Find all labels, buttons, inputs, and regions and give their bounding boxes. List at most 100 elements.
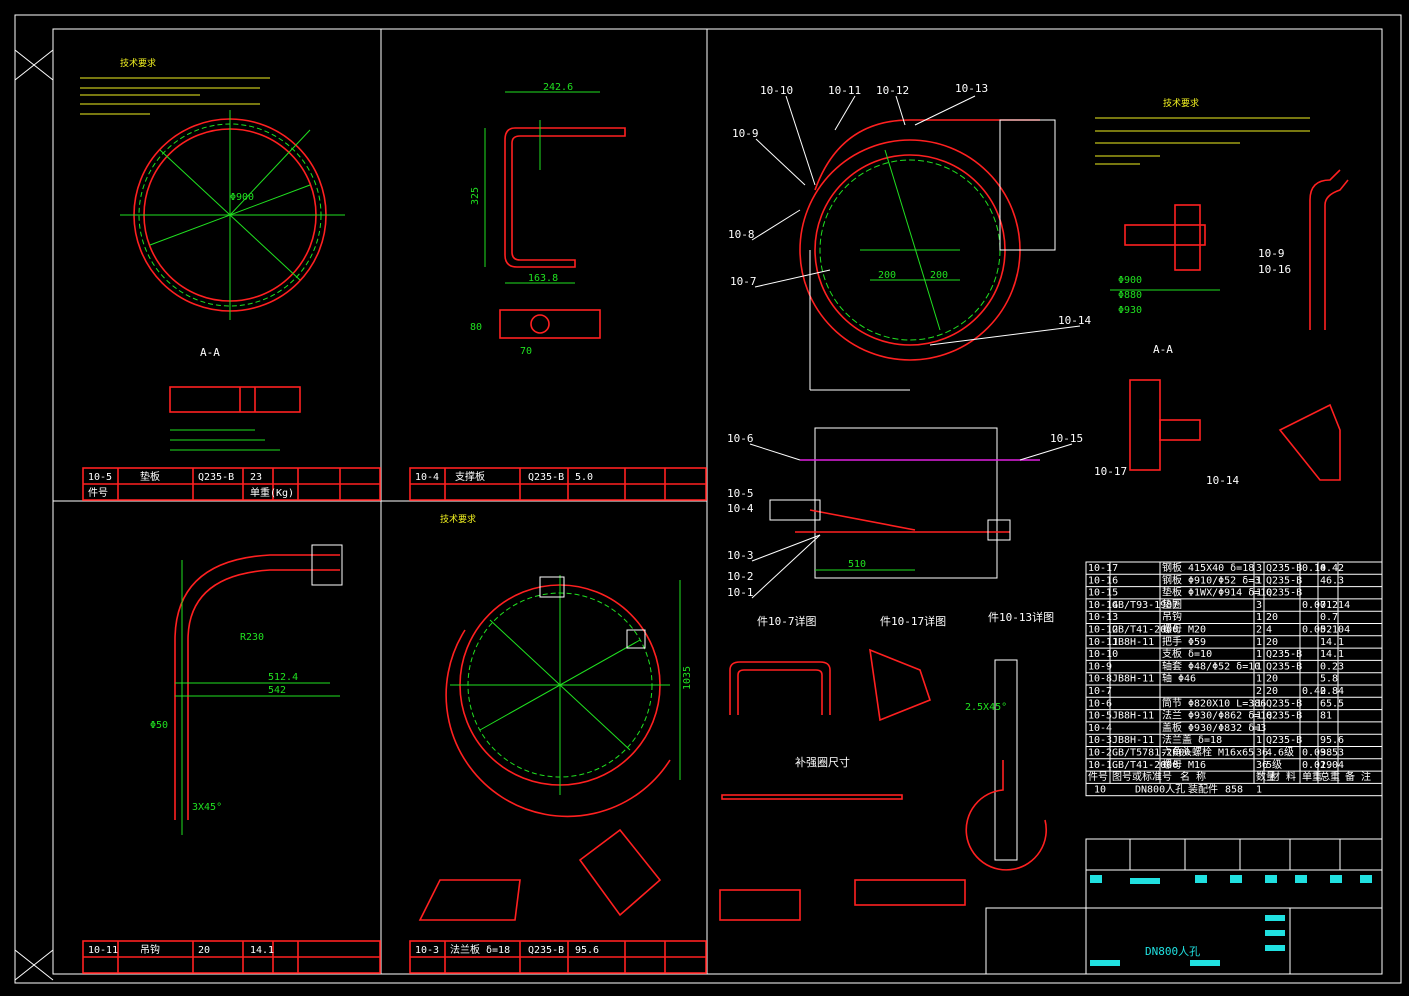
bom-cell: 1	[1256, 649, 1262, 660]
bom-cell: 1	[1256, 588, 1262, 599]
callout-10-12: 10-12	[876, 84, 909, 97]
callout-10-13: 10-13	[955, 82, 988, 95]
part-table-10-5: 10-5 垫板 Q235-B 23 件号 单重(Kg)	[82, 467, 381, 501]
bom-cell: 3	[1256, 600, 1262, 611]
t105-h4: 单重(Kg)	[250, 486, 294, 499]
view-bracket: 242.6 325 163.8 80 70	[470, 82, 626, 357]
corner-mark	[14, 49, 54, 981]
bom-cell: 钢板 415X40 δ=18	[1162, 561, 1254, 574]
view-right-details: 技术要求 Φ900 Φ880 Φ930 A-A	[1095, 97, 1349, 481]
bom-cell: 2	[1256, 686, 1262, 697]
detail-views: 件10-7详图 件10-17详图 件10-13详图 2.5X45° 补强圈尺寸	[719, 610, 1054, 921]
bom-cell: 3.53	[1320, 748, 1344, 759]
part-table-10-4: 10-4 支撑板 Q235-B 5.0	[409, 467, 707, 501]
dim-5124: 512.4	[268, 672, 298, 683]
bom-cell: 10-13	[1088, 612, 1118, 623]
bom-header-cell: 名 称	[1180, 770, 1206, 783]
callout-10-6: 10-6	[727, 432, 754, 445]
t1011-name: 吊钩	[140, 944, 160, 956]
bom-cell: 1	[1256, 698, 1262, 709]
patch-title: 补强圈尺寸	[795, 755, 850, 769]
callout-10-15: 10-15	[1050, 432, 1083, 445]
bom-cell: 法兰 Φ930/Φ862 δ=18	[1162, 709, 1272, 722]
dim-d930: Φ930	[1118, 305, 1142, 316]
bom-cell: Q235-B	[1266, 588, 1302, 599]
bom-cell: 轴 Φ46	[1162, 672, 1196, 685]
bom-cell: JB8H-11	[1112, 735, 1154, 746]
title-block-name: DN800人孔	[1145, 945, 1200, 958]
bom-cell: GB/T5781-2000	[1112, 748, 1190, 759]
callout-10-10: 10-10	[760, 84, 793, 97]
t103-name: 法兰板 δ=18	[450, 943, 510, 956]
dim-325: 325	[470, 187, 481, 205]
bom-cell: 吊钩	[1162, 611, 1182, 623]
bom-cell: 14.1	[1320, 649, 1344, 660]
detail-1013-title: 件10-13详图	[988, 610, 1054, 624]
t105-wt: 23	[250, 472, 262, 483]
bom-cell: 钢板 Φ910/Φ52 δ=3	[1162, 573, 1260, 586]
dim-25x45: 2.5X45°	[965, 702, 1007, 713]
panel-dividers	[53, 29, 708, 974]
bom-header-cell: 总重	[1320, 770, 1340, 783]
t104-no: 10-4	[415, 472, 439, 483]
bom-cell: 螺母 M16	[1162, 759, 1206, 771]
detail-107-title: 件10-7详图	[757, 614, 817, 628]
bom-cell: 14.1	[1320, 637, 1344, 648]
bom-cell: 0.23	[1320, 661, 1344, 672]
t103-wt: 95.6	[575, 945, 599, 956]
callout-10-16: 10-16	[1258, 263, 1291, 276]
callout-10-5: 10-5	[727, 487, 754, 500]
dim-d900b: Φ900	[1118, 275, 1142, 286]
bom-cell: 36	[1256, 748, 1268, 759]
callout-10-2: 10-2	[727, 570, 754, 583]
t103-no: 10-3	[415, 945, 439, 956]
dim-80: 80	[470, 322, 482, 333]
dim-2426: 242.6	[543, 82, 573, 93]
bom-cell: Q235-B	[1266, 698, 1302, 709]
callouts: 10-10 10-11 10-12 10-13 10-9 10-8 10-7 1…	[727, 82, 1291, 599]
bom-cell: 10-7	[1088, 686, 1112, 697]
bom-cell: 10-12	[1088, 625, 1118, 636]
bom-cell: 10-17	[1088, 563, 1118, 574]
bom-cell: 5.8	[1320, 674, 1338, 685]
bom-cell: 0.84	[1320, 686, 1344, 697]
bom-header-cell: 材 料	[1270, 770, 1296, 783]
bom-cell: Q235-B	[1266, 735, 1302, 746]
bom-cell: 0.029	[1302, 760, 1332, 771]
bom-cell: 垫圈	[1162, 598, 1182, 611]
bom-header-cell: 单重	[1302, 770, 1322, 783]
bom-cell: 轴套 Φ48/Φ52 δ=10	[1162, 659, 1260, 672]
callout-10-3: 10-3	[727, 549, 754, 562]
t104-mat: Q235-B	[528, 472, 564, 483]
detail-1017-title: 件10-17详图	[880, 614, 946, 628]
bom-cell: JB8H-11	[1112, 637, 1154, 648]
bom-cell: 4.6级	[1266, 747, 1294, 759]
t105-no: 10-5	[88, 472, 112, 483]
bom-assembly-cell: 10	[1094, 784, 1106, 795]
bom-cell: 95.6	[1320, 735, 1344, 746]
bom-cell: 20	[1266, 612, 1278, 623]
bom-cell: 把手 Φ59	[1162, 635, 1206, 648]
dim-1035: 1035	[682, 666, 693, 690]
bom-cell: 3	[1256, 563, 1262, 574]
bom-cell: 10-16	[1088, 575, 1118, 586]
bom-cell: 1	[1256, 575, 1262, 586]
bom-cell: 0.098	[1302, 748, 1332, 759]
bom-cell: 1	[1256, 735, 1262, 746]
bom-cell: Q235-B	[1266, 711, 1302, 722]
bom-cell: 10-1	[1088, 760, 1112, 771]
dim-1638: 163.8	[528, 273, 558, 284]
bom-cell: 0.071	[1302, 600, 1332, 611]
bom-cell: 4	[1266, 625, 1272, 636]
t1011-mat: 20	[198, 945, 210, 956]
bom-cell: 10-10	[1088, 649, 1118, 660]
t104-wt: 5.0	[575, 472, 593, 483]
bom-cell: 10-15	[1088, 588, 1118, 599]
bom-cell: 10-11	[1088, 637, 1118, 648]
t105-mat: Q235-B	[198, 472, 234, 483]
t105-h0: 件号	[88, 487, 108, 499]
bom-cell: GB/T41-2000	[1112, 760, 1178, 771]
bom-cell: JB8H-11	[1112, 674, 1154, 685]
